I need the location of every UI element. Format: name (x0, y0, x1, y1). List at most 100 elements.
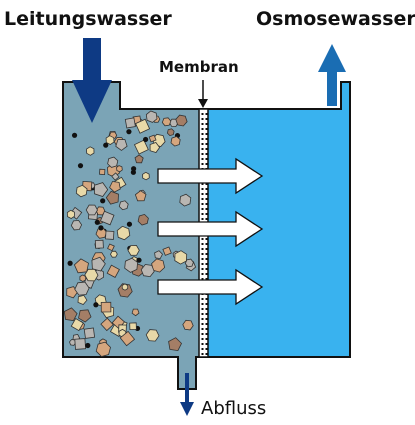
membrane-pore (201, 323, 204, 325)
membrane-pore (205, 253, 208, 255)
particle (140, 264, 155, 278)
particle (170, 136, 181, 147)
particle (79, 274, 87, 282)
membrane-pore (205, 333, 208, 335)
particle (105, 135, 115, 145)
particle (111, 172, 120, 181)
membrane-pore (205, 263, 208, 265)
membrane-pore (205, 318, 208, 320)
particle (127, 244, 140, 256)
membrane-pore (201, 128, 204, 130)
drain-label: Abfluss (201, 398, 267, 419)
membrane-pore (205, 348, 208, 350)
membrane-pore (205, 158, 208, 160)
particle (74, 281, 90, 296)
particle (131, 308, 140, 317)
particle (145, 329, 160, 342)
membrane-pore (201, 298, 204, 300)
particle (105, 230, 115, 240)
particle (134, 190, 147, 202)
membrane-pore (205, 148, 208, 150)
osmosis-water-compartment (201, 81, 351, 358)
membrane-pore (205, 123, 208, 125)
particle (85, 342, 91, 349)
membrane-pore (205, 353, 208, 355)
membrane-pore (205, 128, 208, 130)
membrane-pore (205, 203, 208, 205)
particle (161, 117, 172, 127)
particle (67, 260, 73, 266)
particle (93, 302, 99, 308)
particle (179, 193, 192, 207)
particle (182, 319, 194, 331)
particle (121, 283, 129, 291)
particle (168, 337, 182, 352)
particle (77, 163, 84, 169)
membrane-pore (201, 348, 204, 350)
particle (137, 213, 149, 226)
membrane-pore (205, 303, 208, 305)
membrane-pore (201, 218, 204, 220)
membrane-pore (201, 308, 204, 310)
membrane-pore (201, 258, 204, 260)
membrane-label: Membran (159, 58, 239, 76)
membrane-pore (201, 253, 204, 255)
membrane-pore (201, 213, 204, 215)
particle (74, 338, 87, 350)
particle (78, 309, 92, 323)
particle (174, 250, 188, 265)
inlet-label: Leitungswasser (4, 8, 172, 30)
membrane-pore (201, 343, 204, 345)
membrane-pore (205, 268, 208, 270)
particle (162, 246, 172, 256)
membrane-pore (201, 193, 204, 195)
particle (134, 154, 144, 164)
particle (70, 317, 84, 332)
membrane-pore (205, 278, 208, 280)
particle (84, 268, 99, 282)
membrane-pore (205, 188, 208, 190)
membrane-pointer-icon (198, 80, 208, 108)
membrane-pore (201, 248, 204, 250)
particle (136, 257, 142, 263)
particle (107, 243, 115, 252)
particle (151, 258, 166, 273)
particle (145, 110, 158, 123)
membrane-pore (201, 328, 204, 330)
membrane-pore (201, 208, 204, 210)
particle (154, 250, 163, 260)
particle (149, 142, 161, 153)
membrane-pore (205, 213, 208, 215)
membrane-pore (205, 248, 208, 250)
particle (142, 136, 149, 143)
membrane-pore (201, 318, 204, 320)
membrane-pore (201, 238, 204, 240)
particle (85, 204, 98, 216)
particle (107, 156, 119, 168)
membrane-pore (205, 113, 208, 115)
particle (116, 165, 123, 173)
particle (100, 317, 114, 332)
membrane-pore (205, 193, 208, 195)
particle (73, 258, 89, 274)
particle (175, 114, 188, 127)
membrane-pore (205, 163, 208, 165)
membrane-pore (201, 263, 204, 265)
particle (75, 184, 88, 198)
particle (106, 264, 120, 278)
down-arrow-icon (72, 38, 112, 123)
particle (70, 220, 83, 231)
membrane-pore (201, 278, 204, 280)
membrane-pore (201, 153, 204, 155)
membrane-pore (205, 323, 208, 325)
particle (124, 257, 139, 273)
membrane-pore (201, 148, 204, 150)
membrane-pore (201, 133, 204, 135)
membrane-pore (205, 133, 208, 135)
particle (131, 166, 137, 172)
particle (77, 294, 88, 305)
particle (100, 198, 106, 204)
particle (126, 221, 133, 227)
particle (118, 200, 129, 211)
particle (166, 128, 175, 137)
